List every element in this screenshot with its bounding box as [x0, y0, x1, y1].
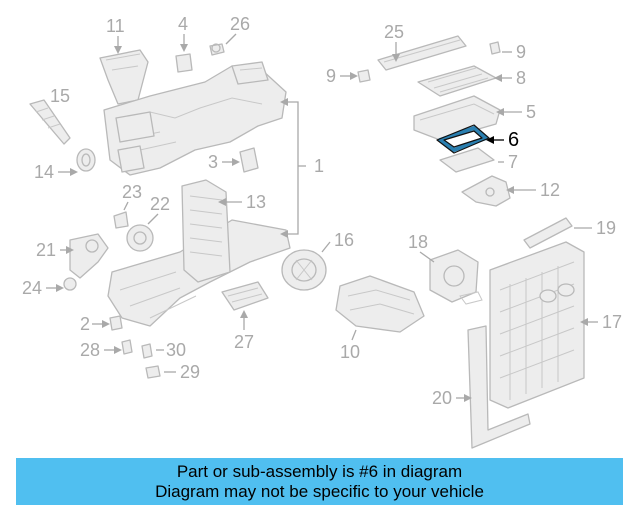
- callout-13[interactable]: 13: [246, 192, 266, 212]
- part-27-grille: [221, 281, 269, 311]
- callout-2[interactable]: 2: [80, 314, 90, 334]
- callout-1[interactable]: 1: [314, 156, 324, 176]
- banner-line-2: Diagram may not be specific to your vehi…: [155, 481, 484, 501]
- callout-14[interactable]: 14: [34, 162, 54, 182]
- callout-3[interactable]: 3: [208, 152, 218, 172]
- part-2-clip: [109, 315, 123, 331]
- part-20-frame-seal: [467, 325, 531, 449]
- part-22-cap: [126, 224, 154, 252]
- callout-10[interactable]: 10: [340, 342, 360, 362]
- callout-15[interactable]: 15: [50, 86, 70, 106]
- part-19-strip: [523, 217, 573, 249]
- part-28-fastener: [121, 339, 133, 355]
- callout-5[interactable]: 5: [526, 102, 536, 122]
- callout-9-left[interactable]: 9: [326, 66, 336, 86]
- callout-4[interactable]: 4: [178, 14, 188, 34]
- callout-20[interactable]: 20: [432, 388, 452, 408]
- callout-27[interactable]: 27: [234, 332, 254, 352]
- callout-22[interactable]: 22: [150, 194, 170, 214]
- callout-19[interactable]: 19: [596, 218, 616, 238]
- callout-8[interactable]: 8: [516, 68, 526, 88]
- callout-18[interactable]: 18: [408, 232, 428, 252]
- upper-heater-housing: [103, 61, 287, 176]
- callout-25[interactable]: 25: [384, 22, 404, 42]
- part-29-fastener: [145, 365, 161, 379]
- parts-diagram: 1 11 4 26 15 14 3 23 22 13 21 24 2 28 30…: [22, 14, 622, 449]
- part-26-screw: [209, 43, 225, 56]
- part-14-grommet: [76, 148, 96, 172]
- part-4-clip: [175, 53, 193, 73]
- part-9-clip-right: [489, 41, 501, 55]
- leader-1: [286, 101, 299, 235]
- lower-heater-housing: [107, 179, 291, 327]
- callout-16[interactable]: 16: [334, 230, 354, 250]
- part-18-fan: [429, 249, 483, 305]
- info-banner: Part or sub-assembly is #6 in diagram Di…: [16, 458, 623, 505]
- callout-29[interactable]: 29: [180, 362, 200, 382]
- callout-6[interactable]: 6: [508, 129, 519, 151]
- part-10-blower-housing: [335, 275, 425, 333]
- part-9-clip-left: [357, 69, 371, 83]
- callout-9-right[interactable]: 9: [516, 42, 526, 62]
- callout-7[interactable]: 7: [508, 152, 518, 172]
- arrow-1a: [280, 98, 288, 106]
- part-6-seal-highlighted: [436, 124, 490, 154]
- part-21-actuator: [69, 233, 109, 279]
- callout-11[interactable]: 11: [106, 16, 125, 36]
- part-24-nut: [63, 277, 77, 291]
- callout-21[interactable]: 21: [36, 240, 56, 260]
- part-7-gasket: [439, 147, 495, 173]
- banner-line-1: Part or sub-assembly is #6 in diagram: [176, 461, 463, 481]
- callout-30[interactable]: 30: [166, 340, 186, 360]
- callout-12[interactable]: 12: [540, 180, 560, 200]
- part-17-heater-core: [489, 241, 585, 409]
- part-8-filter: [417, 65, 497, 97]
- part-15-sensor: [29, 99, 71, 145]
- callout-28[interactable]: 28: [80, 340, 100, 360]
- part-16-blower: [281, 249, 327, 291]
- part-11-duct-outlet: [99, 49, 149, 105]
- part-3-bracket: [239, 147, 259, 173]
- part-12-bracket: [461, 175, 511, 207]
- part-23-plug: [113, 211, 129, 229]
- callout-17[interactable]: 17: [602, 312, 622, 332]
- part-30-fastener: [141, 343, 153, 359]
- callout-26[interactable]: 26: [230, 14, 250, 34]
- callout-23[interactable]: 23: [122, 182, 142, 202]
- arrow-1b: [280, 230, 288, 238]
- callout-24[interactable]: 24: [22, 278, 42, 298]
